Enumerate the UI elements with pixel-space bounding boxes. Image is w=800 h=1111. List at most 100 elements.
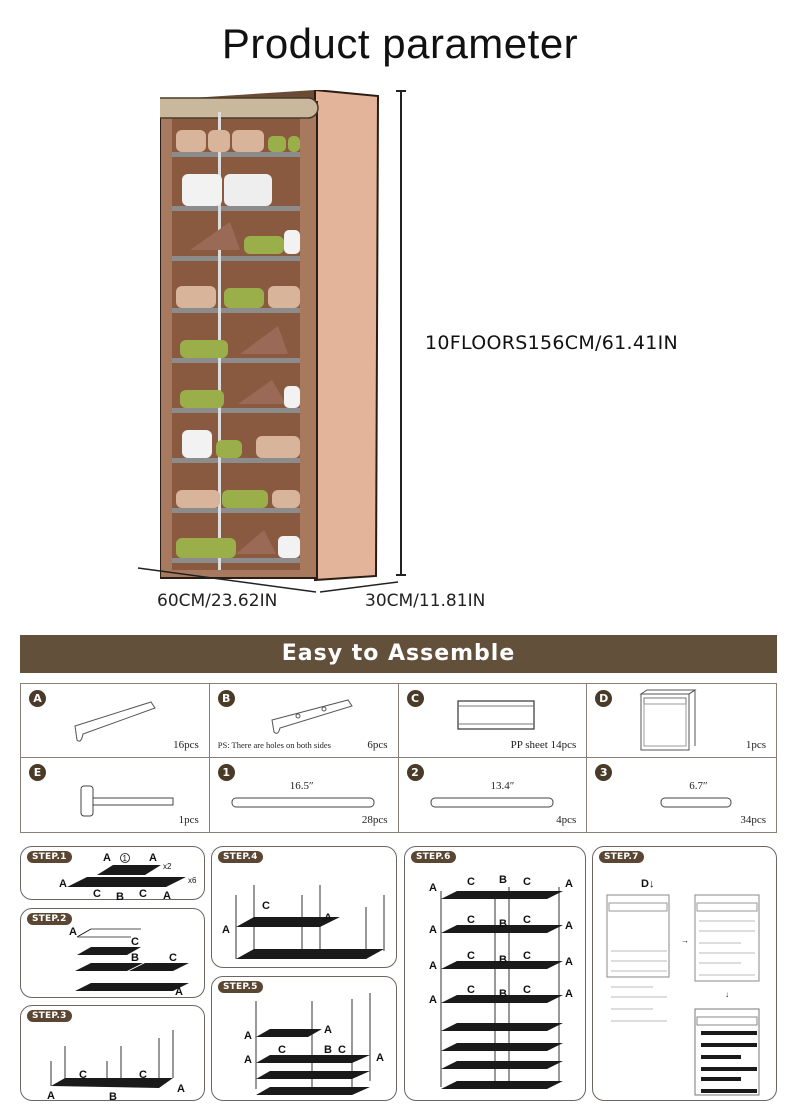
svg-text:C: C xyxy=(169,952,177,964)
svg-text:A: A xyxy=(244,1054,252,1066)
svg-text:C: C xyxy=(467,914,475,926)
step-7-diagram: D↓ → ↓ xyxy=(606,878,760,1096)
part-badge: B xyxy=(217,690,235,707)
svg-text:C: C xyxy=(523,876,531,888)
step-label: STEP.7 xyxy=(599,851,644,863)
cover-icon xyxy=(639,689,697,751)
part-badge: 2 xyxy=(406,764,424,781)
part-badge: E xyxy=(29,764,46,781)
step-label: STEP.6 xyxy=(411,851,456,863)
svg-text:A: A xyxy=(324,1024,332,1036)
svg-text:C: C xyxy=(278,1044,286,1056)
part-2: 2 13.4″ 4pcs xyxy=(399,758,588,832)
svg-text:→: → xyxy=(681,936,689,945)
svg-text:B: B xyxy=(116,891,124,901)
tube-icon xyxy=(231,797,375,808)
tube-length: 16.5″ xyxy=(289,780,314,792)
svg-text:B: B xyxy=(109,1091,117,1102)
svg-text:A: A xyxy=(565,956,573,968)
svg-text:C: C xyxy=(467,876,475,888)
svg-text:A: A xyxy=(244,1030,252,1042)
page-title: Product parameter xyxy=(221,20,579,67)
step-label: STEP.2 xyxy=(27,913,72,925)
part-badge: 1 xyxy=(217,764,235,781)
part-qty: 1pcs xyxy=(178,814,199,826)
part-qty: 16pcs xyxy=(173,739,199,751)
svg-text:C: C xyxy=(93,888,101,900)
svg-text:A: A xyxy=(429,960,437,972)
hammer-icon xyxy=(80,785,174,817)
shoe-cabinet-illustration xyxy=(145,88,380,582)
step-label: STEP.1 xyxy=(27,851,72,863)
svg-text:x2: x2 xyxy=(163,862,172,871)
svg-text:C: C xyxy=(467,984,475,996)
svg-text:A: A xyxy=(222,924,230,936)
svg-text:↓: ↓ xyxy=(725,990,729,999)
svg-text:A: A xyxy=(565,988,573,1000)
svg-text:A: A xyxy=(177,1083,185,1095)
step-label: STEP.5 xyxy=(218,981,263,993)
part-qty: 34pcs xyxy=(740,814,766,826)
part-note: PS: There are holes on both sides xyxy=(217,740,331,750)
svg-text:x6: x6 xyxy=(188,876,197,885)
part-d: D 1pcs xyxy=(587,684,776,758)
part-qty: 1pcs xyxy=(745,739,766,751)
part-badge: A xyxy=(29,690,46,707)
parts-list: A 16pcs B PS: There are holes on both si… xyxy=(20,683,777,833)
svg-text:A: A xyxy=(376,1052,384,1064)
svg-text:A: A xyxy=(429,882,437,894)
tube-length: 6.7″ xyxy=(689,780,708,792)
svg-text:C: C xyxy=(523,950,531,962)
step-4-diagram: A A C xyxy=(222,885,385,959)
part-a: A 16pcs xyxy=(21,684,210,758)
svg-text:1: 1 xyxy=(123,854,128,863)
svg-text:A: A xyxy=(324,912,332,924)
svg-text:A: A xyxy=(149,852,157,864)
width-label: 60CM/23.62IN xyxy=(157,591,278,611)
part-qty: 28pcs xyxy=(361,814,388,826)
svg-text:A: A xyxy=(69,926,77,938)
svg-text:A: A xyxy=(175,986,183,998)
assemble-banner: Easy to Assemble xyxy=(20,635,777,673)
svg-text:A: A xyxy=(565,920,573,932)
svg-text:A: A xyxy=(59,878,67,890)
part-1: 1 16.5″ 28pcs xyxy=(210,758,399,832)
tube-length: 13.4″ xyxy=(490,780,515,792)
svg-text:D↓: D↓ xyxy=(641,878,654,890)
svg-text:C: C xyxy=(131,936,139,948)
svg-text:C: C xyxy=(139,1069,147,1081)
svg-text:C: C xyxy=(79,1069,87,1081)
connector-holes-icon xyxy=(271,699,353,734)
part-e: E 1pcs xyxy=(21,758,210,832)
part-b: B PS: There are holes on both sides 6pcs xyxy=(209,684,399,758)
step-7-panel: D↓ → ↓ STEP.7 xyxy=(592,846,777,1101)
step-label: STEP.3 xyxy=(27,1010,72,1022)
depth-label: 30CM/11.81IN xyxy=(365,591,486,611)
part-badge: C xyxy=(406,690,424,707)
pp-sheet-icon xyxy=(456,700,535,730)
part-3: 3 6.7″ 34pcs xyxy=(587,758,776,832)
svg-text:A: A xyxy=(103,852,111,864)
tube-icon xyxy=(430,797,553,808)
part-qty: PP sheet 14pcs xyxy=(510,739,577,751)
svg-text:B: B xyxy=(131,952,139,964)
svg-text:B: B xyxy=(499,988,507,1000)
svg-text:C: C xyxy=(523,914,531,926)
svg-text:A: A xyxy=(429,924,437,936)
svg-text:C: C xyxy=(262,900,270,912)
part-c: C PP sheet 14pcs xyxy=(398,684,588,758)
connector-icon xyxy=(74,701,156,742)
svg-text:B: B xyxy=(324,1044,332,1056)
tube-icon xyxy=(660,797,732,808)
svg-text:C: C xyxy=(523,984,531,996)
svg-text:C: C xyxy=(467,950,475,962)
svg-text:A: A xyxy=(163,890,171,901)
